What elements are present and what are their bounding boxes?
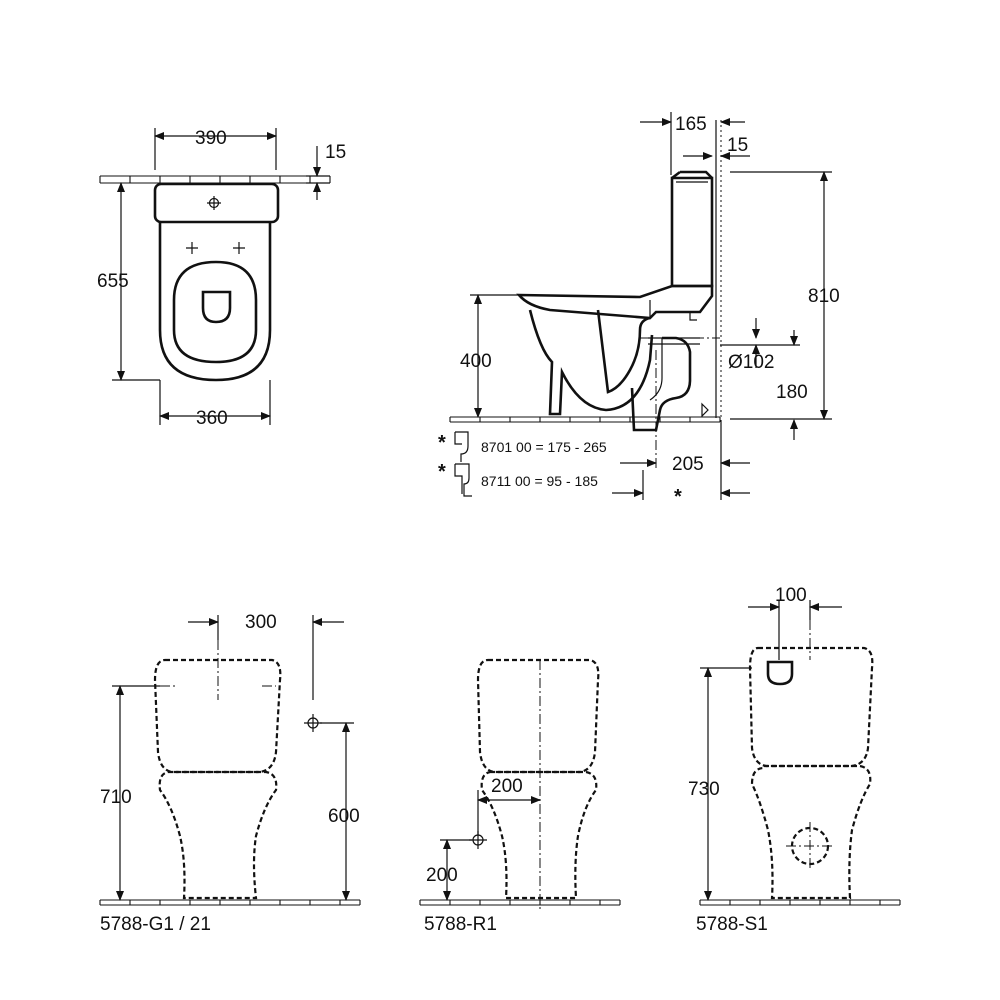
dim-r1-width: 200 bbox=[491, 776, 523, 797]
dim-pipe-diameter: Ø102 bbox=[728, 352, 774, 373]
dim-tank-offset: 165 bbox=[675, 114, 707, 135]
tank-button-icon bbox=[207, 196, 221, 210]
fitting-8701-icon bbox=[455, 431, 469, 462]
fitting-8711-text: 8711 00 = 95 - 185 bbox=[481, 473, 598, 489]
side-seat bbox=[516, 284, 714, 320]
dim-s1-height: 730 bbox=[688, 779, 720, 800]
tank-outline bbox=[153, 182, 280, 224]
fitting-8701-text: 8701 00 = 175 - 265 bbox=[481, 439, 607, 455]
dim-s1-width: 100 bbox=[775, 585, 807, 606]
s1-bowl bbox=[750, 764, 872, 900]
front-view-g1: 300 710 600 5788-G1 / 21 bbox=[99, 612, 361, 935]
side-view: 165 15 810 400 Ø102 180 205 * * bbox=[438, 112, 840, 508]
side-outlet bbox=[630, 336, 692, 432]
dim-wall-gap-top: 15 bbox=[325, 142, 346, 163]
dim-seat-height: 400 bbox=[460, 351, 492, 372]
r1-tank bbox=[476, 658, 600, 774]
dim-outlet-distance: 205 bbox=[672, 454, 704, 475]
s1-caption: 5788-S1 bbox=[696, 914, 768, 935]
fitting-8711-mark: * bbox=[438, 461, 446, 483]
mounting-hole-left-icon bbox=[186, 242, 198, 254]
top-view: 390 15 655 360 bbox=[97, 128, 346, 429]
dim-g1-inlet-height: 600 bbox=[328, 806, 360, 827]
fitting-8711-row: * 8711 00 = 95 - 185 bbox=[438, 461, 598, 497]
dim-width-bottom: 360 bbox=[196, 408, 228, 429]
dim-wall-gap-side: 15 bbox=[727, 135, 748, 156]
fitting-8701-mark: * bbox=[438, 432, 446, 454]
dim-star: * bbox=[674, 486, 682, 508]
g1-bowl bbox=[158, 770, 278, 900]
bowl-opening bbox=[172, 260, 258, 364]
bowl-drain bbox=[201, 290, 232, 324]
dim-total-height: 810 bbox=[808, 286, 840, 307]
dim-depth: 655 bbox=[97, 271, 129, 292]
mounting-hole-right-icon bbox=[233, 242, 245, 254]
side-bowl bbox=[528, 309, 654, 416]
bowl-outline bbox=[158, 222, 272, 382]
g1-tank bbox=[153, 658, 282, 774]
s1-inlet-opening bbox=[766, 660, 794, 686]
fitting-8711-icon bbox=[455, 463, 472, 497]
front-view-s1: 100 730 5788-S1 bbox=[688, 585, 901, 935]
g1-caption: 5788-G1 / 21 bbox=[100, 914, 211, 935]
dim-width-top: 390 bbox=[195, 128, 227, 149]
front-view-r1: 200 200 5788-R1 bbox=[419, 658, 621, 935]
g1-inlet-icon bbox=[304, 714, 322, 732]
s1-outlet-icon bbox=[786, 822, 834, 870]
dim-r1-inlet-height: 200 bbox=[426, 865, 458, 886]
fitting-8701-row: * 8701 00 = 175 - 265 bbox=[438, 431, 607, 462]
dim-g1-height: 710 bbox=[100, 787, 132, 808]
dim-g1-width: 300 bbox=[245, 612, 277, 633]
side-tank bbox=[670, 176, 714, 288]
dim-pipe-height: 180 bbox=[776, 382, 808, 403]
r1-caption: 5788-R1 bbox=[424, 914, 497, 935]
